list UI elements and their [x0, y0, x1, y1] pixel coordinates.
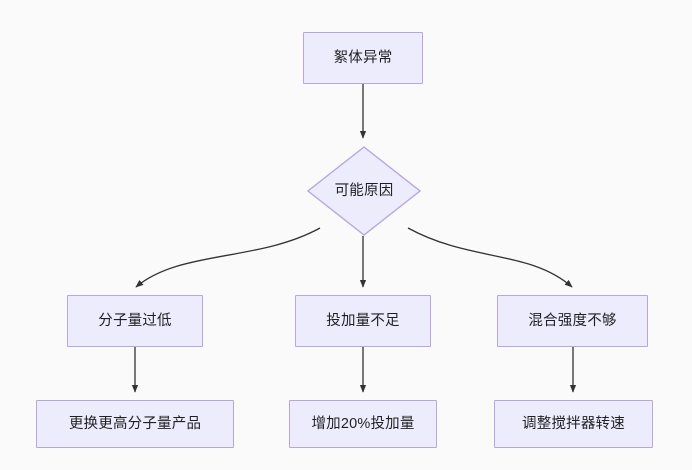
edge-decision-to-cause-low-mw — [135, 227, 321, 288]
node-label: 混合强度不够 — [528, 312, 617, 329]
node-action-replace-product[interactable]: 更换更高分子量产品 — [36, 400, 234, 448]
node-possible-causes[interactable]: 可能原因 — [307, 146, 421, 236]
edge-decision-to-cause-low-mixing — [407, 227, 573, 288]
node-action-adjust-mixer-speed[interactable]: 调整搅拌器转速 — [494, 400, 653, 448]
node-label: 调整搅拌器转速 — [522, 415, 625, 432]
node-cause-insufficient-mixing[interactable]: 混合强度不够 — [497, 295, 648, 347]
node-label: 分子量过低 — [98, 312, 172, 329]
node-cause-low-molecular-weight[interactable]: 分子量过低 — [67, 295, 203, 347]
node-label: 可能原因 — [334, 182, 394, 199]
diamond-shape — [307, 146, 421, 236]
node-action-increase-dosage[interactable]: 增加20%投加量 — [289, 400, 437, 448]
node-label: 增加20%投加量 — [311, 415, 415, 432]
node-label: 絮体异常 — [333, 49, 393, 66]
node-floc-abnormal[interactable]: 絮体异常 — [303, 32, 423, 84]
node-cause-insufficient-dosage[interactable]: 投加量不足 — [295, 295, 431, 347]
node-label: 投加量不足 — [326, 312, 400, 329]
node-label: 更换更高分子量产品 — [68, 415, 202, 432]
